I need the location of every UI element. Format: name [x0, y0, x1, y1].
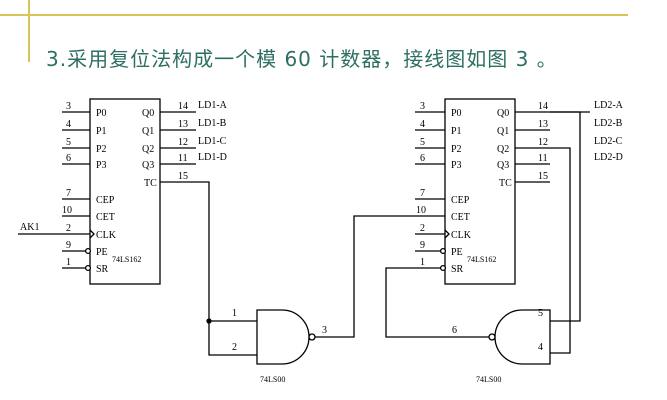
- c2-pin-label: P2: [451, 144, 462, 155]
- c2-pin-label: CET: [451, 212, 470, 223]
- c1-output-signal: LD1-B: [198, 118, 227, 129]
- gate1-output-num: 3: [322, 325, 327, 336]
- c2-pin-label: SR: [451, 264, 464, 275]
- c1-pin-label: P2: [96, 144, 107, 155]
- c1-pin-num: 5: [66, 137, 71, 148]
- c1-pin-num: 9: [66, 240, 71, 251]
- c1-out-pin-label: TC: [144, 178, 157, 189]
- c1-pin-num: 4: [66, 119, 71, 130]
- c2-pin-label: P0: [451, 108, 462, 119]
- c2-pin-label: P3: [451, 160, 462, 171]
- q2-feedback-wire: [550, 147, 571, 354]
- gate1-nand: [256, 309, 310, 365]
- gate2-nand: [494, 309, 551, 365]
- counter1-chip-body: [89, 98, 161, 285]
- c1-output-signal: LD1-C: [198, 136, 227, 147]
- c2-out-pin-label: Q2: [497, 144, 509, 155]
- c1-pin-num: 7: [66, 188, 71, 199]
- c2-output-signal: LD2-D: [594, 152, 623, 163]
- c2-out-pin-label: Q3: [497, 160, 509, 171]
- counter1-part-label: 74LS162: [112, 255, 141, 264]
- c1-pin-label: CEP: [96, 195, 115, 206]
- c1-pin-label: P0: [96, 108, 107, 119]
- c1-pin-label: P1: [96, 126, 107, 137]
- c1-pin-num: 3: [66, 101, 71, 112]
- gate2-input-a-num: 5: [538, 308, 543, 319]
- c2-out-pin-label: TC: [499, 178, 512, 189]
- c1-pin-label: P3: [96, 160, 107, 171]
- q0-feedback-wire: [550, 111, 581, 322]
- c2-out-pin-num: 15: [538, 171, 548, 182]
- c2-pin-num: 6: [420, 153, 425, 164]
- c2-out-pin-label: Q0: [497, 108, 509, 119]
- c1-pin-num: 1: [66, 257, 71, 268]
- c2-out-pin-num: 11: [538, 153, 548, 164]
- c2-out-pin-num: 13: [538, 119, 548, 130]
- gate2-input-b-num: 4: [538, 342, 543, 353]
- c1-pin-label: PE: [96, 247, 108, 258]
- tc1-wire: [196, 181, 257, 356]
- left-accent-rule: [28, 0, 30, 62]
- c2-pin-num: 2: [420, 223, 425, 234]
- c2-out-pin-num: 12: [538, 137, 548, 148]
- c2-pin-num: 1: [420, 257, 425, 268]
- c1-pin-label: CET: [96, 212, 115, 223]
- gate2-output-num: 6: [452, 325, 457, 336]
- c2-pin-num: 3: [420, 101, 425, 112]
- gate1-output-wire: [315, 215, 445, 338]
- c2-pin-label: CLK: [451, 230, 472, 241]
- c2-out-pin-num: 14: [538, 101, 548, 112]
- c1-out-pin-num: 12: [178, 137, 188, 148]
- c1-out-pin-num: 11: [178, 153, 188, 164]
- gate1-part-label: 74LS00: [260, 375, 285, 384]
- input-signal-label: AK1: [20, 222, 39, 233]
- c1-out-pin-label: Q3: [142, 160, 154, 171]
- gate1-input-a-num: 1: [232, 308, 237, 319]
- c1-out-pin-label: Q0: [142, 108, 154, 119]
- c2-pin-num: 10: [416, 205, 426, 216]
- c2-output-signal: LD2-C: [594, 136, 623, 147]
- counter2-part-label: 74LS162: [467, 255, 496, 264]
- c1-out-pin-label: Q2: [142, 144, 154, 155]
- c2-pin-num: 4: [420, 119, 425, 130]
- gate2-output-wire: [385, 267, 489, 338]
- c2-output-signal: LD2-A: [594, 100, 624, 111]
- c2-pin-label: CEP: [451, 195, 470, 206]
- c1-pin-num: 6: [66, 153, 71, 164]
- c1-out-pin-label: Q1: [142, 126, 154, 137]
- gate1-input-b-num: 2: [232, 342, 237, 353]
- c1-output-signal: LD1-A: [198, 100, 228, 111]
- c1-pin-label: SR: [96, 264, 109, 275]
- counter2-chip-body: [444, 98, 516, 285]
- c2-output-signal: LD2-B: [594, 118, 623, 129]
- c2-pin-num: 7: [420, 188, 425, 199]
- page-title: 3.采用复位法构成一个模 60 计数器，接线图如图 3 。: [46, 47, 558, 71]
- gate2-part-label: 74LS00: [476, 375, 501, 384]
- c2-pin-num: 5: [420, 137, 425, 148]
- c1-out-pin-num: 13: [178, 119, 188, 130]
- c1-output-signal: LD1-D: [198, 152, 227, 163]
- c1-pin-num: 2: [66, 223, 71, 234]
- c1-pin-num: 10: [62, 205, 72, 216]
- top-accent-rule: [0, 14, 628, 16]
- c1-out-pin-num: 15: [178, 171, 188, 182]
- c1-pin-label: CLK: [96, 230, 117, 241]
- c1-out-pin-num: 14: [178, 101, 188, 112]
- c2-pin-label: P1: [451, 126, 462, 137]
- c2-pin-num: 9: [420, 240, 425, 251]
- c2-pin-label: PE: [451, 247, 463, 258]
- c2-out-pin-label: Q1: [497, 126, 509, 137]
